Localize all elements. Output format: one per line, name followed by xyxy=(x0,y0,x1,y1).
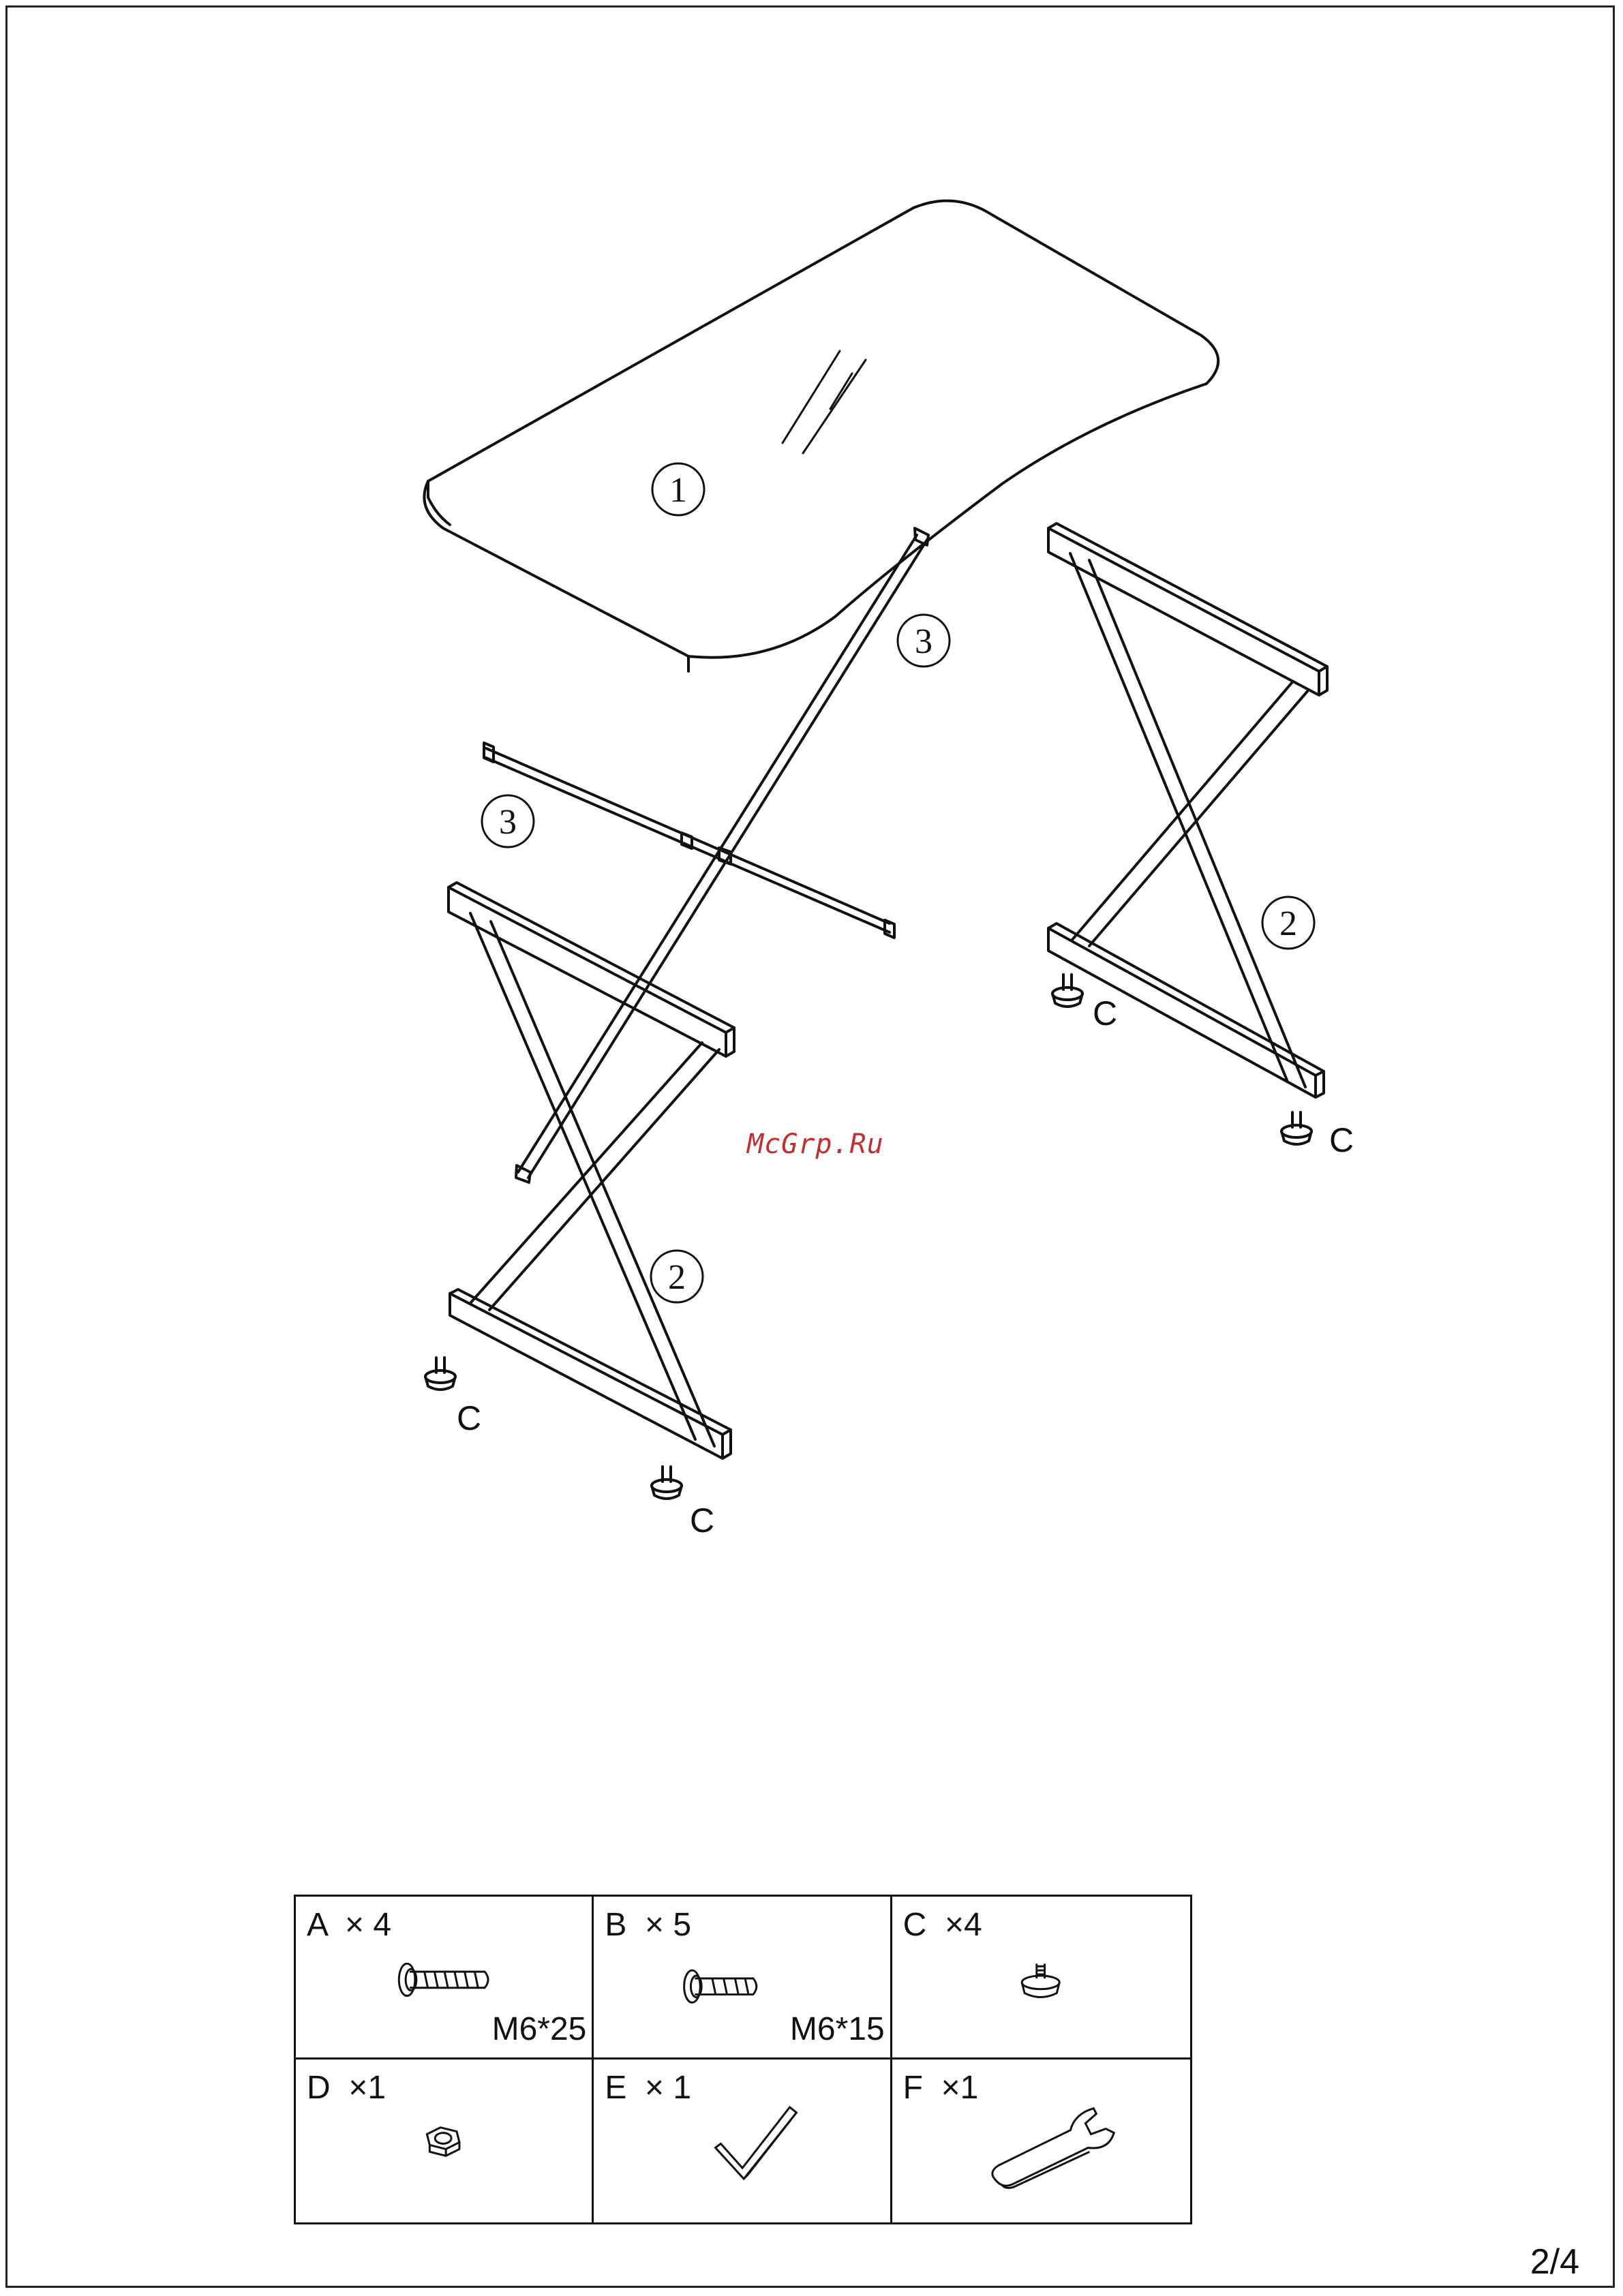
part-cell-b: B × 5 M6*15 xyxy=(594,1897,892,2060)
part-cell-e: E × 1 xyxy=(594,2060,892,2222)
foot-left-1 xyxy=(425,1358,455,1390)
crossbar-short xyxy=(484,743,894,938)
part-b-size: M6*15 xyxy=(790,2010,885,2048)
callout-tabletop: 1 xyxy=(669,471,687,510)
callout-crossbar-a: 3 xyxy=(915,622,932,661)
label-foot-1: C xyxy=(1093,994,1117,1032)
callout-leg-left: 2 xyxy=(668,1258,686,1297)
allen-key-icon xyxy=(594,2060,890,2222)
tabletop-panel xyxy=(424,201,1218,671)
wrench-icon xyxy=(892,2060,1190,2222)
foot-right-2 xyxy=(1281,1112,1311,1144)
hardware-parts-table: A × 4 M6*25 B × 5 M6*15 C ×4 D ×1 xyxy=(294,1895,1192,2224)
x-leg-right xyxy=(1048,523,1327,1097)
part-cell-d: D ×1 xyxy=(296,2060,594,2222)
x-leg-left xyxy=(449,883,734,1458)
foot-left-2 xyxy=(652,1467,682,1499)
label-foot-3: C xyxy=(457,1399,481,1437)
callout-crossbar-b: 3 xyxy=(499,803,517,842)
label-foot-2: C xyxy=(1329,1121,1354,1159)
leveling-foot-icon xyxy=(892,1897,1190,2057)
crossbar-long xyxy=(516,528,928,1182)
part-cell-a: A × 4 M6*25 xyxy=(296,1897,594,2060)
part-a-size: M6*25 xyxy=(492,2010,587,2048)
part-cell-c: C ×4 xyxy=(892,1897,1190,2060)
callout-leg-right: 2 xyxy=(1279,904,1297,943)
hex-nut-icon xyxy=(296,2060,592,2222)
page-number: 2/4 xyxy=(1530,2241,1579,2282)
part-cell-f: F ×1 xyxy=(892,2060,1190,2222)
foot-right-1 xyxy=(1052,975,1082,1007)
label-foot-4: C xyxy=(690,1501,714,1540)
watermark: McGrp.Ru xyxy=(747,1129,884,1160)
